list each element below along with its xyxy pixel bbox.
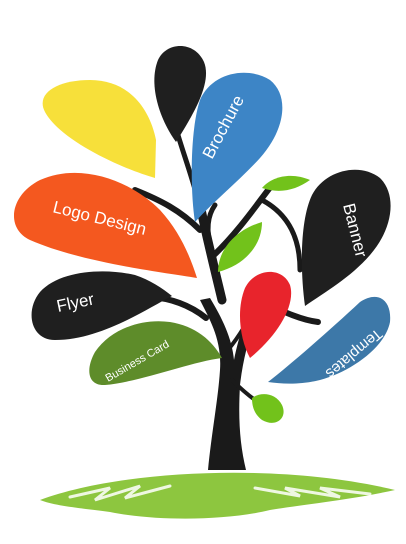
leaf-brochure xyxy=(191,72,283,222)
leaf-banner xyxy=(301,169,391,306)
green-leaf-top xyxy=(262,175,310,191)
leaf-flyer xyxy=(31,271,172,340)
green-leaf-bottom xyxy=(252,394,284,423)
black-top-leaf xyxy=(154,46,207,142)
leaf-logo-design xyxy=(13,172,198,278)
grass-highlight xyxy=(68,484,372,502)
red-leaf xyxy=(239,271,292,358)
leaf-templates xyxy=(268,296,391,384)
yellow-leaf xyxy=(42,80,157,178)
green-leaf-middle xyxy=(218,222,262,272)
leaf-business-card xyxy=(89,321,222,386)
grass-ground xyxy=(40,472,395,519)
